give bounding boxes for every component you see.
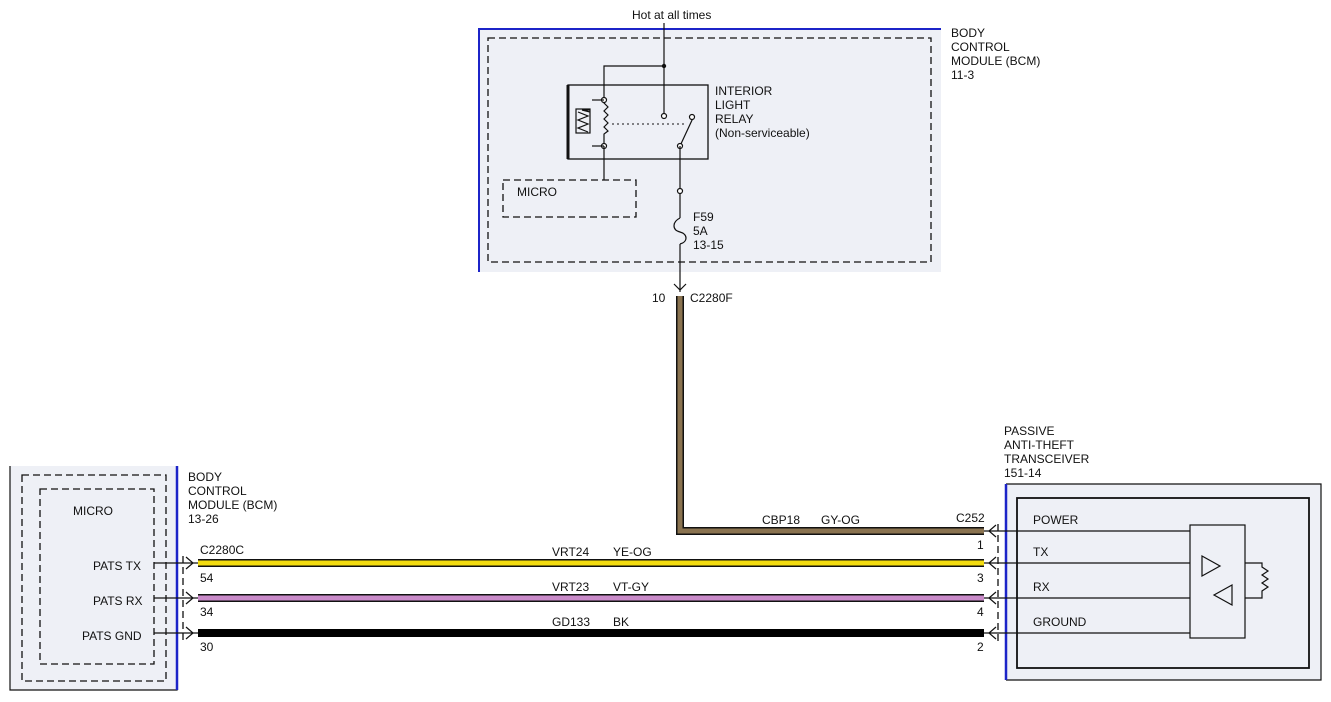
antenna-coil-icon: [1245, 562, 1270, 599]
pin-label-rx: RX: [1033, 580, 1050, 594]
pin-label-power: POWER: [1033, 513, 1079, 527]
wire-circuit-label: VRT23: [552, 580, 589, 594]
c2280f-pin: 10: [652, 291, 666, 305]
pin-number: 34: [200, 605, 214, 619]
left-bcm-name-line: CONTROL: [188, 484, 247, 498]
fuse-label-line: F59: [693, 210, 714, 224]
wire-harness: CBP18 GY-OG VRT24 YE-OG VRT23 VT-GY GD13…: [198, 296, 984, 637]
connector-arrow-icon: [185, 591, 194, 605]
relay-label: INTERIOR LIGHT RELAY (Non-serviceable): [715, 84, 810, 140]
wire-circuit-label: GD133: [552, 615, 590, 629]
pin-number: 1: [977, 538, 984, 552]
wire-color-label: VT-GY: [613, 580, 649, 594]
pin-label-pats-gnd: PATS GND: [82, 629, 142, 643]
wire-color-label: BK: [613, 615, 629, 629]
top-micro-box: [502, 179, 637, 218]
relay-contact-moving: [688, 113, 696, 121]
pin-number: 3: [977, 571, 984, 585]
pin-label-pats-rx: PATS RX: [93, 594, 143, 608]
wire-circuit-label: VRT24: [552, 545, 589, 559]
left-bcm-dashed-outline: [21, 474, 167, 682]
pin-number: 2: [977, 640, 984, 654]
fuse-label-line: 5A: [693, 224, 708, 238]
receive-triangle-icon: [1212, 583, 1233, 607]
fuse-label-line: 13-15: [693, 238, 724, 252]
top-bcm-name: BODY CONTROL MODULE (BCM) 11-3: [951, 26, 1044, 82]
transceiver-frame: [1006, 483, 1322, 681]
relay-winding: [603, 100, 609, 146]
fuse-label: F59 5A 13-15: [693, 210, 724, 252]
left-bcm-box: [10, 466, 177, 690]
pin-number: 54: [200, 571, 214, 585]
relay-coil-mark: [581, 109, 591, 113]
relay-label-line: RELAY: [715, 112, 753, 126]
left-micro-box: [39, 488, 155, 665]
relay-switch-arm: [679, 117, 694, 147]
fuse-icon: [673, 217, 687, 245]
top-bcm-name-line: BODY: [951, 26, 985, 40]
transceiver-box: [1006, 484, 1321, 680]
left-bcm-name-line: MODULE (BCM): [188, 498, 277, 512]
transceiver-name-line: 151-14: [1004, 466, 1042, 480]
transceiver-name-line: ANTI-THEFT: [1004, 438, 1075, 452]
left-bcm-module: MICRO PATS TX PATS RX PATS GND C2280C 54…: [9, 466, 281, 691]
transceiver-module: POWER TX RX GROUND C252 1 3 4 2 PASSIVE …: [956, 424, 1322, 681]
top-bcm-name-line: CONTROL: [951, 40, 1010, 54]
wire-color-label: YE-OG: [613, 545, 652, 559]
left-bcm-name-line: 13-26: [188, 512, 219, 526]
left-bcm-name: BODY CONTROL MODULE (BCM) 13-26: [188, 470, 281, 526]
relay-contact-fixed: [660, 112, 668, 120]
connector-arrow-icon: [185, 626, 194, 640]
pin-number: 4: [977, 605, 984, 619]
relay-symbol: [566, 84, 709, 160]
transceiver-name-line: TRANSCEIVER: [1004, 452, 1090, 466]
pin-label-ground: GROUND: [1033, 615, 1087, 629]
transceiver-inner-box: [1016, 497, 1310, 669]
pin-label-pats-tx: PATS TX: [93, 559, 141, 573]
relay-label-line: INTERIOR: [715, 84, 773, 98]
top-bcm-module: Hot at all times INTERIOR LIGHT RELAY: [478, 8, 1044, 305]
supply-label: Hot at all times: [632, 8, 711, 22]
top-micro-label: MICRO: [517, 185, 557, 199]
fuse-terminal: [676, 187, 684, 195]
wire-cbp18: [677, 296, 984, 534]
pin-number: 30: [200, 640, 214, 654]
c2280f-connector-icon: [673, 283, 687, 291]
wire-color-label: GY-OG: [821, 513, 860, 527]
relay-coil-icon: [575, 108, 591, 134]
c252-label: C252: [956, 511, 985, 525]
connector-arrow-icon: [185, 556, 194, 570]
transmit-triangle-icon: [1201, 554, 1222, 578]
coil-feed-wire: [603, 65, 664, 100]
wire-circuit-label: CBP18: [762, 513, 800, 527]
left-micro-label: MICRO: [73, 504, 113, 518]
relay-label-line: (Non-serviceable): [715, 126, 810, 140]
relay-label-line: LIGHT: [715, 98, 751, 112]
wire-cbp18-outline: [676, 296, 984, 535]
c2280f-label: C2280F: [690, 291, 733, 305]
transceiver-name-line: PASSIVE: [1004, 424, 1054, 438]
pin-label-tx: TX: [1033, 545, 1048, 559]
c2280c-label: C2280C: [200, 543, 244, 557]
relay-coil-zigzag: [576, 111, 590, 133]
top-bcm-box: [479, 29, 941, 272]
top-bcm-name-line: MODULE (BCM): [951, 54, 1040, 68]
top-bcm-name-line: 11-3: [951, 68, 974, 82]
top-bcm-dashed-outline: [487, 37, 932, 263]
left-bcm-name-line: BODY: [188, 470, 222, 484]
top-bcm-border: [478, 28, 941, 272]
transceiver-name: PASSIVE ANTI-THEFT TRANSCEIVER 151-14: [1004, 424, 1093, 480]
transceiver-chip-box: [1189, 524, 1246, 639]
